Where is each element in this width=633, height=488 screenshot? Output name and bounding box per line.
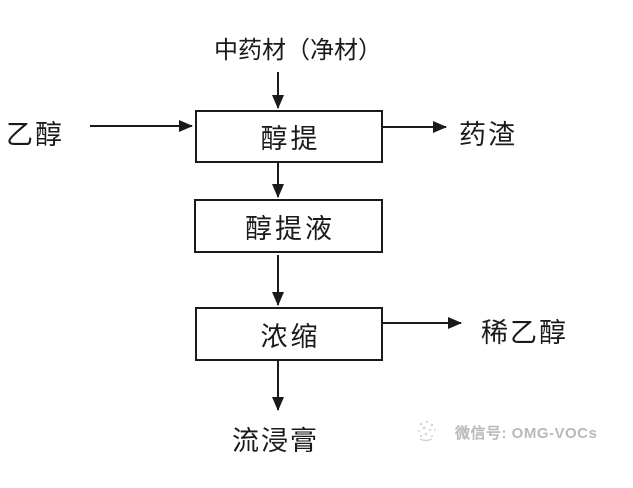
watermark: 微信号: OMG-VOCs <box>414 418 597 446</box>
label-source-material: 中药材（净材） <box>214 37 382 64</box>
label-ethanol-input: 乙醇 <box>6 120 64 150</box>
label-dregs-output: 药渣 <box>459 120 517 150</box>
watermark-text: 微信号: OMG-VOCs <box>455 424 598 442</box>
node-alcohol-extraction: 醇提 <box>195 110 383 163</box>
node-alcohol-extract-liquid: 醇提液 <box>194 199 383 253</box>
label-fluid-extract-output: 流浸膏 <box>232 426 319 456</box>
label-dilute-ethanol-output: 稀乙醇 <box>481 318 568 348</box>
node-concentration: 浓缩 <box>195 307 383 361</box>
wechat-logo-icon <box>418 420 436 442</box>
